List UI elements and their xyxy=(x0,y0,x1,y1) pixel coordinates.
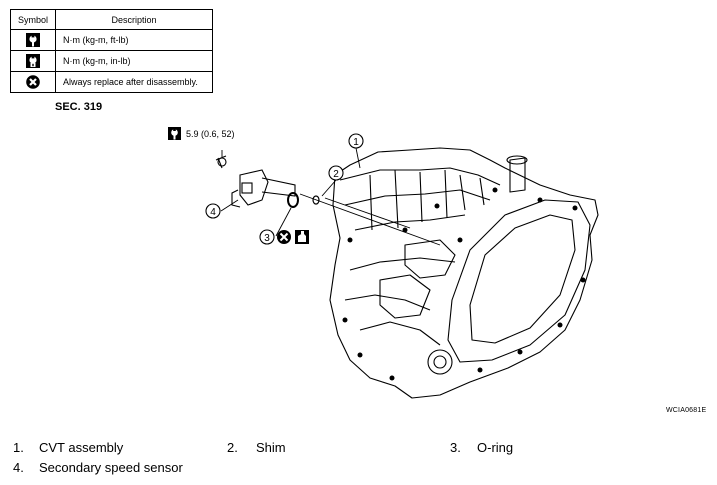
secondary-speed-sensor-part xyxy=(215,155,296,208)
part-number: 2. xyxy=(227,440,238,455)
symbol-table-row: N·m (kg-m, ft-lb) xyxy=(10,29,213,51)
part-name: O-ring xyxy=(477,440,514,455)
torque-wrench-small-icon xyxy=(26,54,40,68)
torque-spec: 5.9 (0.6, 52) xyxy=(186,129,235,139)
callout-1: 1 xyxy=(353,137,359,148)
symbol-table-row: N·m (kg-m, in-lb) xyxy=(10,50,213,72)
part-name: Shim xyxy=(256,440,286,455)
parts-list-row-1: 1. CVT assembly 2. Shim 3. O-ring xyxy=(0,440,717,460)
figure-code: WCIA0681E xyxy=(666,407,707,414)
part-number: 4. xyxy=(13,460,24,475)
part-name: CVT assembly xyxy=(39,440,124,455)
replace-x-icon xyxy=(26,75,40,89)
symbol-table-row: Always replace after disassembly. xyxy=(10,71,213,93)
callout-4: 4 xyxy=(210,207,216,218)
symbol-description: Always replace after disassembly. xyxy=(55,71,213,93)
o-ring-part xyxy=(287,192,299,208)
torque-wrench-icon xyxy=(168,127,181,140)
torque-wrench-icon xyxy=(26,33,40,47)
section-label: SEC. 319 xyxy=(55,101,103,113)
replace-x-icon xyxy=(277,230,291,244)
cvt-flange xyxy=(447,199,591,363)
parts-list-row-2: 4. Secondary speed sensor xyxy=(0,460,717,480)
callout-2: 2 xyxy=(333,169,339,180)
cvt-housing-outline xyxy=(329,147,599,399)
symbol-table-header: Symbol Description xyxy=(10,9,213,30)
part-number: 3. xyxy=(450,440,461,455)
part-number: 1. xyxy=(13,440,24,455)
shim-part xyxy=(312,195,320,205)
symbol-table: Symbol Description N·m (kg-m, ft-lb) N·m… xyxy=(10,9,213,93)
fluid-apply-icon xyxy=(295,230,309,244)
callout-3: 3 xyxy=(264,233,270,244)
part-name: Secondary speed sensor xyxy=(39,460,183,475)
